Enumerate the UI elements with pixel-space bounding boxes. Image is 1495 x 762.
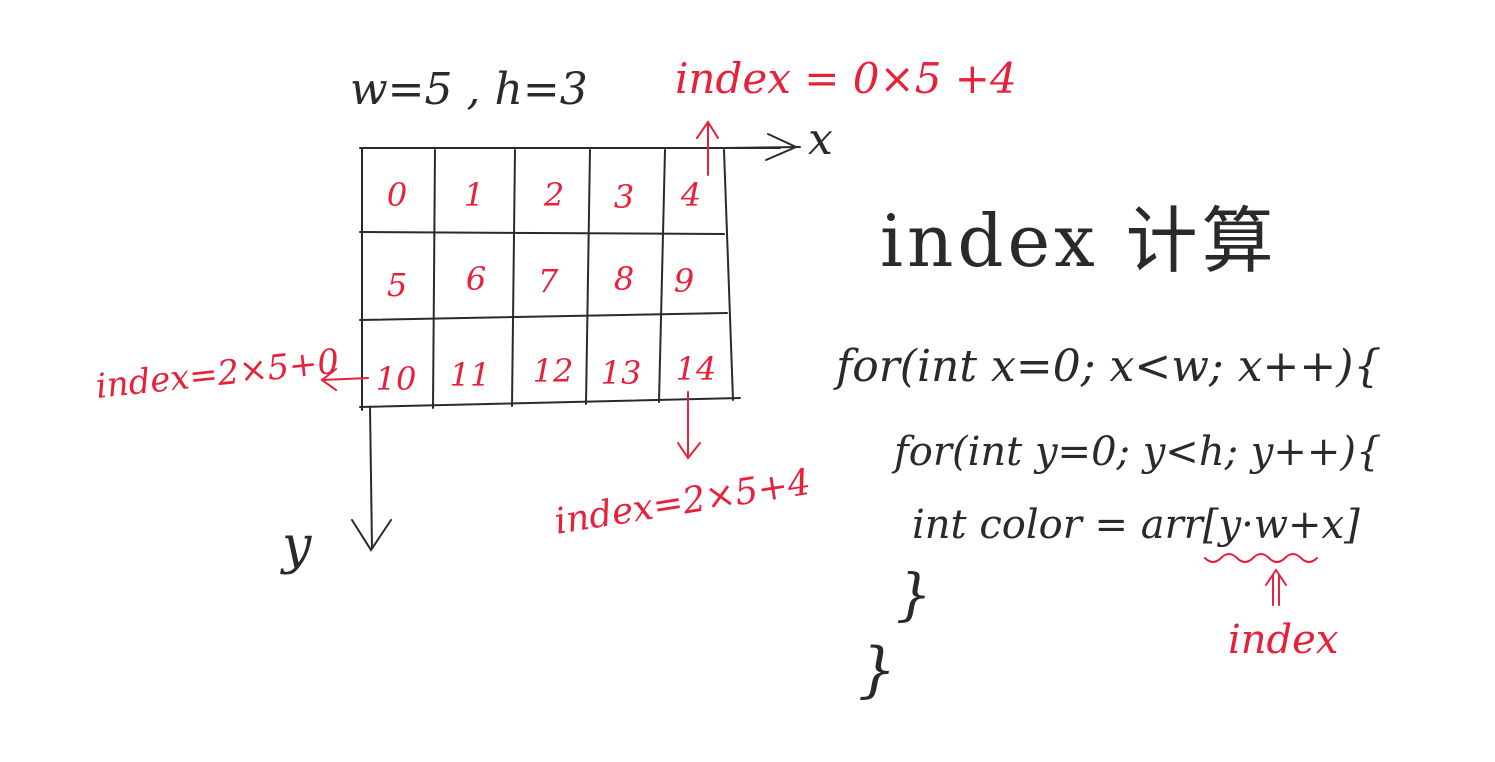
x-axis-arrowhead [765, 133, 799, 161]
x-axis-arrow-shaft [724, 146, 801, 149]
grid-col-line-4 [658, 149, 666, 403]
grid-cell: 2 [543, 176, 565, 214]
grid-cell: 14 [675, 350, 717, 388]
code-line-2: for(int y=0; y<h; y++){ [894, 429, 1382, 475]
top-annotation-arrowhead [696, 120, 719, 139]
grid-cell: 9 [673, 262, 695, 300]
y-axis-arrowhead [351, 519, 392, 552]
grid-cell: 5 [386, 266, 408, 304]
annotation-top-right: index = 0×5 +4 [675, 54, 1017, 103]
y-axis-label: y [282, 516, 312, 576]
code-index-label: index [1228, 617, 1339, 663]
code-line-5: } [858, 635, 897, 705]
grid-cell: 7 [537, 262, 559, 300]
code-underline-squiggle [1204, 553, 1318, 563]
code-line-4: } [896, 563, 932, 628]
grid-row-line-2 [359, 312, 728, 321]
grid-bottom-line [359, 397, 741, 408]
grid-col-line-2 [511, 149, 516, 407]
grid-cell: 13 [600, 354, 642, 392]
grid-cell: 6 [465, 260, 487, 298]
x-axis-label: x [808, 114, 833, 165]
grid-cell: 10 [375, 360, 417, 398]
grid-cell: 4 [680, 176, 702, 214]
grid-cell: 3 [613, 178, 635, 216]
grid-cell: 11 [449, 356, 491, 394]
grid-right-line [723, 149, 734, 401]
dimensions-label: w=5 , h=3 [350, 64, 588, 115]
grid-cell: 8 [613, 260, 635, 298]
grid-cell: 1 [463, 176, 485, 214]
grid-col-line-3 [585, 149, 591, 405]
grid-cell: 12 [532, 352, 574, 390]
page-title: index 计算 [880, 199, 1278, 283]
grid-cell: 0 [386, 176, 408, 214]
y-axis-arrow-shaft [369, 406, 373, 549]
bottom-annotation-arrowhead [677, 442, 701, 460]
code-index-arrowhead [1265, 568, 1287, 586]
code-line-3: int color = arr[y·w+x] [912, 502, 1360, 548]
left-annotation-arrowhead [320, 368, 337, 391]
grid-col-line-1 [432, 149, 436, 409]
grid-row-line-1 [359, 231, 725, 235]
left-annotation-arrow-shaft [321, 377, 369, 381]
code-line-1: for(int x=0; x<w; x++){ [836, 341, 1382, 392]
